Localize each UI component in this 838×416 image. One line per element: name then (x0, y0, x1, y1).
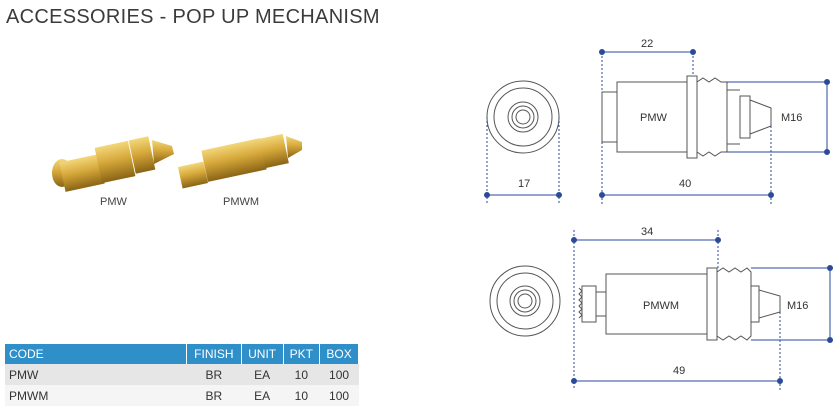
cell-finish: BR (186, 364, 242, 385)
col-finish: FINISH (186, 344, 242, 364)
technical-drawing: 22 PMW M16 17 40 34 PMWM M16 49 (484, 38, 833, 390)
dimension-lines (484, 49, 833, 390)
cell-unit: EA (241, 364, 284, 385)
cell-code: PMWM (5, 385, 187, 406)
cell-pkt: 10 (283, 385, 320, 406)
pmwm-end-view (489, 265, 561, 337)
pmw-part-image (52, 136, 174, 192)
thread-label-pmw: M16 (781, 112, 802, 124)
cell-box: 100 (319, 364, 359, 385)
photo-label-pmw: PMW (100, 196, 127, 208)
cell-finish: BR (186, 385, 242, 406)
col-box: BOX (319, 344, 359, 364)
col-unit: UNIT (241, 344, 284, 364)
thread-label-pmwm: M16 (787, 300, 808, 312)
dim-pmwm-total: 49 (673, 365, 685, 377)
table-row: PMWM BR EA 10 100 (5, 385, 359, 406)
col-code: CODE (5, 344, 187, 364)
dim-pmw-total: 40 (679, 178, 691, 190)
dim-pmw-side: 17 (518, 178, 530, 190)
cell-unit: EA (241, 385, 284, 406)
table-header-row: CODE FINISH UNIT PKT BOX (5, 344, 359, 364)
table-row: PMW BR EA 10 100 (5, 364, 359, 385)
drawing-label-pmwm: PMWM (643, 300, 679, 312)
page-title: ACCESSORIES - POP UP MECHANISM (6, 6, 380, 28)
pmw-side-view (601, 75, 772, 159)
cell-box: 100 (319, 385, 359, 406)
pmw-end-view (486, 80, 560, 154)
dim-pmwm-width: 34 (641, 226, 653, 238)
cell-code: PMW (5, 364, 187, 385)
cell-pkt: 10 (283, 364, 320, 385)
spec-table: CODE FINISH UNIT PKT BOX PMW BR EA 10 10… (5, 344, 359, 406)
col-pkt: PKT (283, 344, 321, 364)
pmwm-side-view (578, 267, 781, 341)
photo-label-pmwm: PMWM (223, 196, 260, 208)
dim-pmw-width: 22 (641, 38, 653, 50)
product-photo (52, 133, 302, 192)
pmwm-part-image (177, 133, 302, 189)
drawing-label-pmw: PMW (640, 112, 668, 124)
